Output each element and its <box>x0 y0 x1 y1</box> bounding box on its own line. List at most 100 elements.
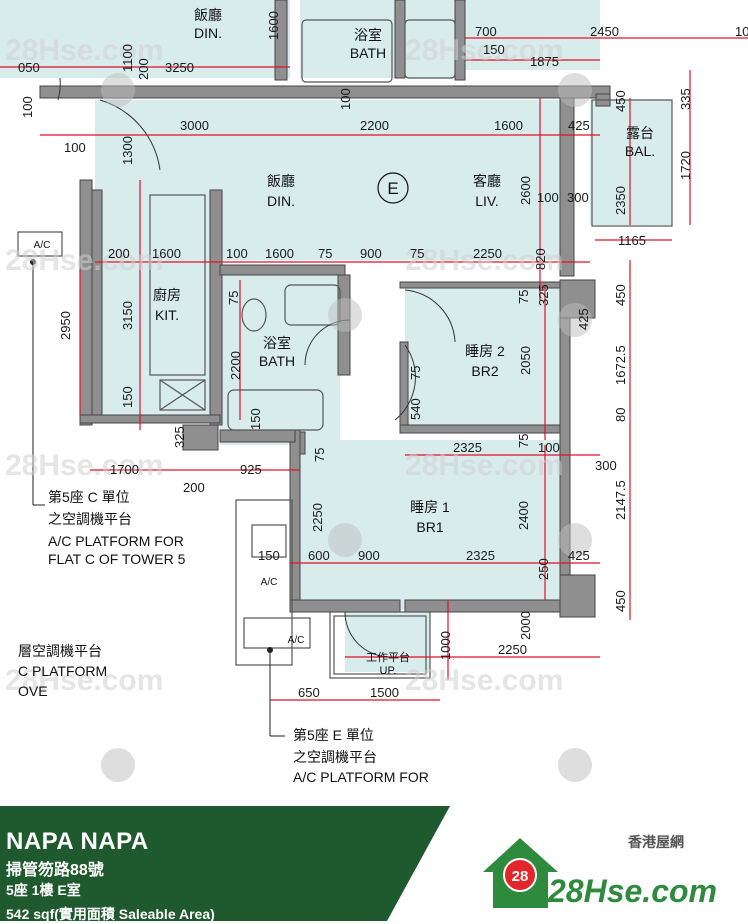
room-din-cn: 飯廳 <box>267 173 295 189</box>
dim-label: 600 <box>308 548 330 563</box>
room-utility-en: UP. <box>380 665 397 677</box>
room-bath-top-en: BATH <box>350 45 386 61</box>
room-liv-cn: 客廳 <box>473 173 501 189</box>
dim-label: 2400 <box>516 501 531 530</box>
unit-info: 5座 1樓 E室 <box>6 882 81 898</box>
dim-label: 425 <box>568 548 590 563</box>
dim-label: 100 <box>538 440 560 455</box>
ac-platform-lines <box>32 262 285 737</box>
room-br2-cn: 睡房 2 <box>465 343 505 359</box>
dim-label: 2350 <box>613 186 628 215</box>
dim-label: 1875 <box>530 54 559 69</box>
dimension-labels: 700 2450 10 150 1875 050 3250 3000 2200 … <box>18 24 748 700</box>
dim-label: 450 <box>613 90 628 112</box>
dim-label: 200 <box>108 246 130 261</box>
dim-label: 150 <box>248 408 263 430</box>
dim-label: 100 <box>226 246 248 261</box>
note-c-line: 第5座 C 單位 <box>48 489 130 505</box>
dim-label: 650 <box>298 685 320 700</box>
brand-chinese-name: 香港屋網 <box>628 834 684 850</box>
dim-label: 450 <box>613 284 628 306</box>
dim-label: 3000 <box>180 118 209 133</box>
dim-label: 75 <box>312 448 327 462</box>
dim-label: 10 <box>735 24 748 39</box>
dim-label: 425 <box>576 308 591 330</box>
dim-label: 1700 <box>110 462 139 477</box>
room-bal-en: BAL. <box>625 143 655 159</box>
dim-label: 100 <box>338 88 353 110</box>
room-kit-cn: 廚房 <box>153 287 181 303</box>
dim-label: 75 <box>226 291 241 305</box>
room-br1-en: BR1 <box>416 519 443 535</box>
dim-label: 2000 <box>518 611 533 640</box>
dim-label: 2450 <box>590 24 619 39</box>
dim-label: 2325 <box>453 440 482 455</box>
dim-label: 335 <box>678 88 693 110</box>
watermark-text: 28Hse.com <box>5 34 163 67</box>
ac-marker-e <box>267 647 273 653</box>
dim-label: 820 <box>533 248 548 270</box>
ac-platform-notes: 第5座 C 單位 之空調機平台 A/C PLATFORM FOR FLAT C … <box>18 489 429 785</box>
watermark-text: 28Hse.com <box>5 244 163 277</box>
note-c-line: FLAT C OF TOWER 5 <box>48 551 186 567</box>
note-e-line: A/C PLATFORM FOR <box>293 769 429 785</box>
unit-letter: E <box>387 179 398 198</box>
note-left-line: 層空調機平台 <box>18 643 102 659</box>
dim-label: 2950 <box>58 311 73 340</box>
dim-label: 2200 <box>228 351 243 380</box>
dim-label: 75 <box>318 246 332 261</box>
room-bath-en: BATH <box>259 353 295 369</box>
dim-label: 900 <box>360 246 382 261</box>
room-br1-cn: 睡房 1 <box>410 499 450 515</box>
ac-label: A/C <box>34 240 51 251</box>
dim-label: 250 <box>536 558 551 580</box>
dim-label: 325 <box>172 426 187 448</box>
dimension-labels-vertical: 1100 1600 200 100 100 450 335 1300 2600 … <box>20 11 693 660</box>
dim-label: 425 <box>568 118 590 133</box>
dim-label: 450 <box>613 590 628 612</box>
dim-label: 200 <box>136 58 151 80</box>
room-labels: 飯廳 DIN. 浴室 BATH 飯廳 DIN. E 客廳 LIV. 露台 BAL… <box>34 7 656 677</box>
watermark-text: 28Hse.com <box>405 664 563 697</box>
note-e-line: 第5座 E 單位 <box>293 727 374 743</box>
dim-label: 2200 <box>360 118 389 133</box>
dimension-lines <box>0 37 748 701</box>
note-e-line: 之空調機平台 <box>293 749 377 765</box>
note-c-line: 之空調機平台 <box>48 511 132 527</box>
dim-label: 3150 <box>120 301 135 330</box>
watermark-text: 28Hse.com <box>5 664 163 697</box>
dim-label: 700 <box>475 24 497 39</box>
brand-logo[interactable]: 28 28Hse.com <box>478 830 718 915</box>
walls <box>39 0 611 618</box>
property-address: 掃管笏路88號 <box>6 862 104 879</box>
room-kit-en: KIT. <box>155 307 179 323</box>
property-name: NAPA NAPA <box>6 828 149 855</box>
brand-logo-text: 28Hse.com <box>547 873 717 909</box>
dim-label: 1600 <box>494 118 523 133</box>
dim-label: 75 <box>516 290 531 304</box>
dim-label: 540 <box>408 398 423 420</box>
room-bal-cn: 露台 <box>626 125 654 141</box>
dim-label: 100 <box>537 190 559 205</box>
dim-label: 925 <box>240 462 262 477</box>
dim-label: 1100 <box>120 44 135 72</box>
watermark-text: 28Hse.com <box>5 449 163 482</box>
saleable-area: 542 sqf(實用面積 Saleable Area) <box>6 906 215 922</box>
room-br2-en: BR2 <box>471 363 498 379</box>
dim-label: 150 <box>258 548 280 563</box>
dim-label: 1720 <box>678 151 693 180</box>
floor-plan-drawing: 28Hse.com 28Hse.com 28Hse.com 28Hse.com … <box>0 0 748 785</box>
dim-label: 1000 <box>438 631 453 660</box>
dim-label: 1600 <box>152 246 181 261</box>
dim-label: 2600 <box>518 176 533 205</box>
room-liv-en: LIV. <box>475 193 499 209</box>
ac-label: A/C <box>288 635 305 646</box>
dim-label: 75 <box>410 246 424 261</box>
room-din-top-cn: 飯廳 <box>194 7 222 23</box>
dim-label: 1165 <box>618 233 646 248</box>
dim-label: 200 <box>183 480 205 495</box>
dim-label: 100 <box>20 96 35 118</box>
brand-badge-number: 28 <box>512 868 529 885</box>
ac-label: A/C <box>261 577 278 588</box>
dim-label: 300 <box>595 458 617 473</box>
